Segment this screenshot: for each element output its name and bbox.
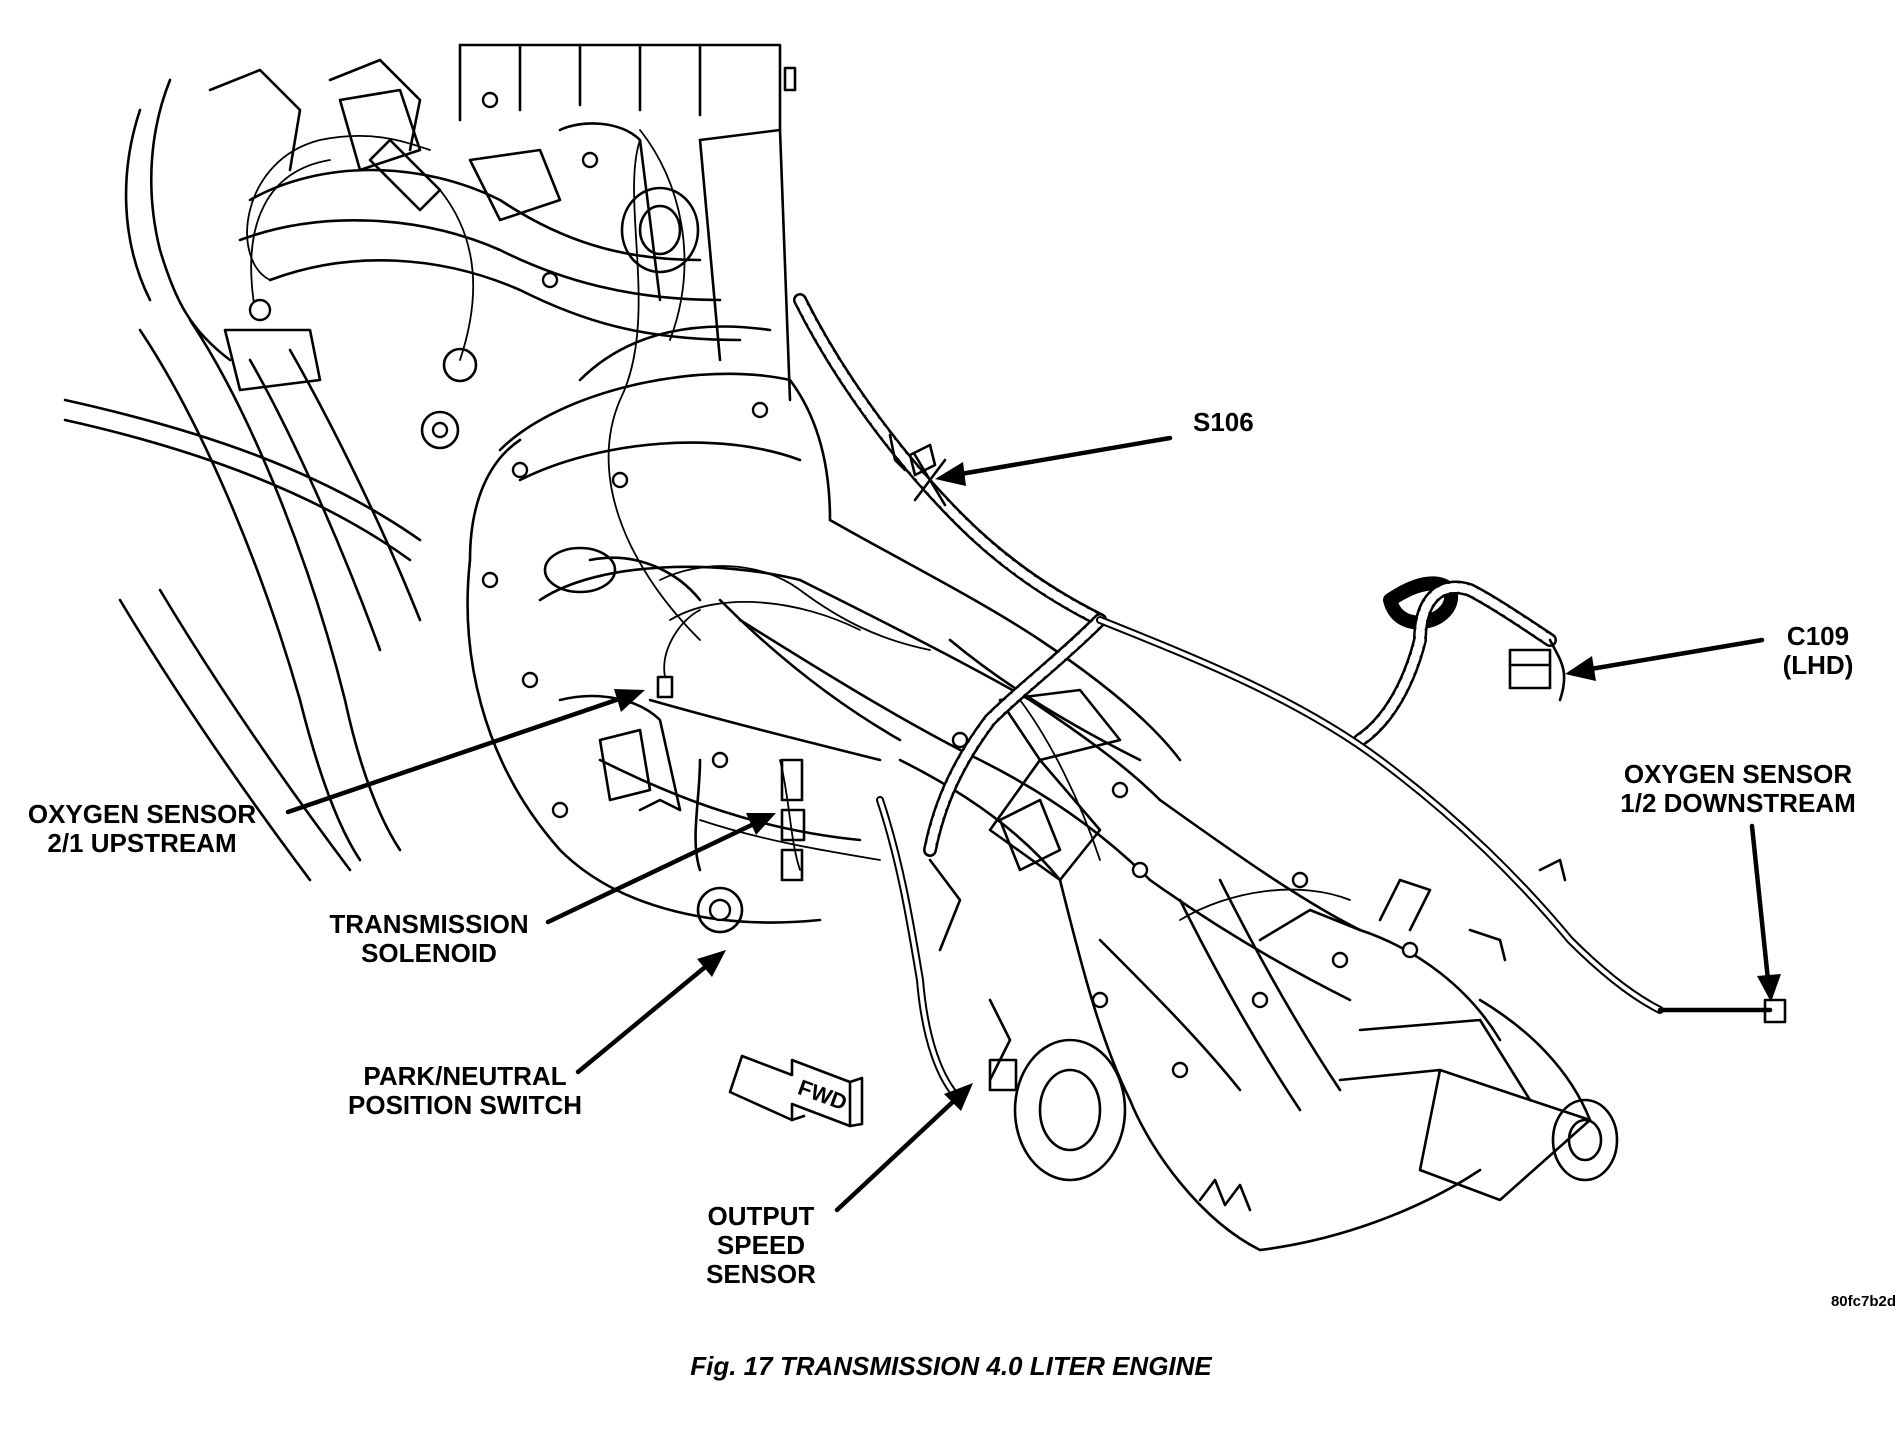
label-oxygen-sensor-upstream-line1: OXYGEN SENSOR [27, 799, 257, 829]
label-park-neutral-switch-line2: POSITION SWITCH [348, 1090, 582, 1120]
label-oxygen-sensor-upstream-line2: 2/1 UPSTREAM [47, 828, 237, 858]
label-output-speed-sensor-line2: SPEED [716, 1230, 806, 1260]
wiring-harness-drawing [246, 129, 1787, 1104]
label-c109: C109 (LHD) [1763, 622, 1873, 680]
label-output-speed-sensor: OUTPUT SPEED SENSOR [693, 1202, 829, 1289]
leader-arrows [285, 435, 1781, 1213]
label-c109-line1: C109 [1786, 621, 1850, 651]
exhaust-pipes-drawing [63, 318, 422, 882]
label-c109-line2: (LHD) [1782, 650, 1854, 680]
label-output-speed-sensor-line1: OUTPUT [707, 1201, 815, 1231]
label-oxygen-sensor-upstream: OXYGEN SENSOR 2/1 UPSTREAM [14, 800, 270, 858]
transmission-case-drawing [466, 372, 1182, 934]
label-oxygen-sensor-downstream-line1: OXYGEN SENSOR [1623, 759, 1853, 789]
label-oxygen-sensor-downstream-line2: 1/2 DOWNSTREAM [1620, 788, 1856, 818]
reference-code: 80fc7b2d [1830, 1293, 1896, 1310]
fwd-arrow: FWD [728, 1054, 864, 1128]
label-park-neutral-switch-line1: PARK/NEUTRAL [363, 1061, 567, 1091]
label-output-speed-sensor-line3: SENSOR [706, 1259, 816, 1289]
figure-caption: Fig. 17 TRANSMISSION 4.0 LITER ENGINE [690, 1351, 1212, 1381]
transfer-case-drawing [898, 731, 1619, 1252]
label-transmission-solenoid-line1: TRANSMISSION [329, 909, 529, 939]
label-s106-line1: S106 [1193, 407, 1254, 437]
engine-block-drawing [124, 43, 797, 450]
label-s106: S106 [1193, 408, 1254, 437]
label-park-neutral-switch: PARK/NEUTRAL POSITION SWITCH [340, 1062, 590, 1120]
label-transmission-solenoid: TRANSMISSION SOLENOID [318, 910, 540, 968]
label-oxygen-sensor-downstream: OXYGEN SENSOR 1/2 DOWNSTREAM [1598, 760, 1878, 818]
label-transmission-solenoid-line2: SOLENOID [361, 938, 497, 968]
